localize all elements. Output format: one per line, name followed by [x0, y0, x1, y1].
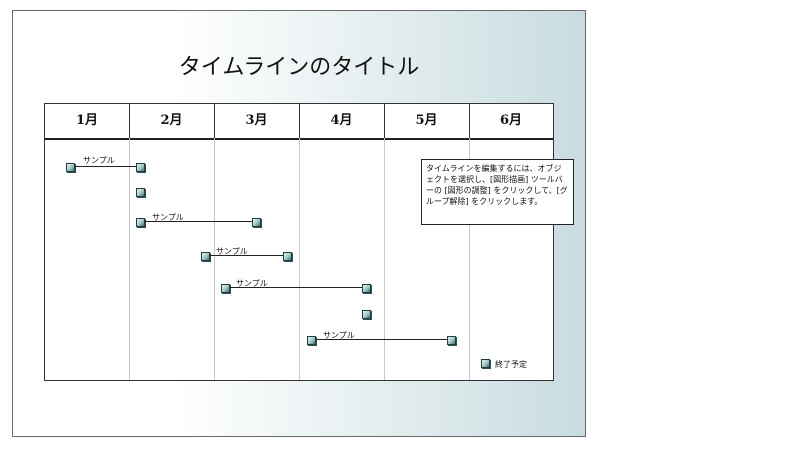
header-divider	[214, 104, 215, 138]
header-divider	[384, 104, 385, 138]
end-cube-icon[interactable]	[252, 218, 261, 227]
header-divider	[299, 104, 300, 138]
month-mar: 3月	[245, 113, 268, 128]
instruction-note[interactable]: タイムラインを編集するには、オブジェクトを選択し、[図形描画] ツールバーの […	[421, 159, 574, 225]
header-divider	[129, 104, 130, 138]
task-bar-label: サンプル	[236, 279, 268, 288]
task-bar[interactable]	[229, 287, 362, 288]
column-divider	[214, 104, 215, 380]
timeline-title: タイムラインのタイトル	[178, 55, 420, 80]
start-cube-icon[interactable]	[307, 336, 316, 345]
month-jan: 1月	[75, 113, 99, 128]
task-bar-label: サンプル	[216, 247, 248, 256]
task-bar-label: サンプル	[323, 331, 355, 340]
task-bar-label: サンプル	[152, 213, 184, 222]
task-bar[interactable]	[144, 221, 252, 222]
start-cube-icon[interactable]	[221, 284, 230, 293]
task-bar-label: サンプル	[83, 156, 115, 165]
column-divider	[384, 104, 385, 380]
header-divider	[469, 104, 470, 138]
start-cube-icon[interactable]	[66, 163, 75, 172]
column-divider	[469, 104, 470, 380]
start-cube-icon[interactable]	[201, 252, 210, 261]
milestone-cube-icon[interactable]	[362, 310, 371, 319]
timeline-table: 1月 2月 3月 4月 5月 6月 サンプル サンプル サンプル	[44, 103, 554, 381]
end-cube-icon[interactable]	[283, 252, 292, 261]
legend-cube-icon	[481, 359, 490, 368]
month-feb: 2月	[160, 113, 183, 128]
milestone-cube-icon[interactable]	[136, 188, 145, 197]
month-apr: 4月	[330, 113, 353, 128]
column-divider	[299, 104, 300, 380]
start-cube-icon[interactable]	[136, 218, 145, 227]
end-cube-icon[interactable]	[136, 163, 145, 172]
slide: タイムラインのタイトル 1月 2月 3月 4月 5月 6月 サンプル サンプル	[12, 10, 586, 437]
task-bar[interactable]	[209, 255, 283, 256]
task-bar[interactable]	[315, 339, 447, 340]
end-cube-icon[interactable]	[362, 284, 371, 293]
column-divider	[129, 104, 130, 380]
legend-label: 終了予定	[495, 360, 527, 369]
month-jun: 6月	[499, 113, 523, 128]
end-cube-icon[interactable]	[447, 336, 456, 345]
task-bar[interactable]	[74, 166, 136, 167]
month-may: 5月	[415, 113, 438, 128]
